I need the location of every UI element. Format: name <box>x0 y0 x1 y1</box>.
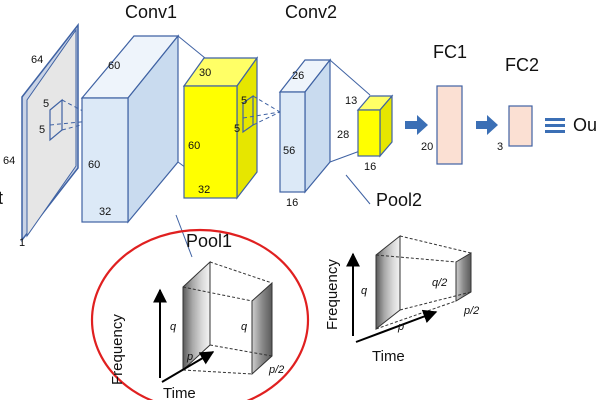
pool2-callout-line <box>345 174 371 205</box>
pool1-time-axis <box>161 351 215 383</box>
input-kernel-w-label: 5 <box>39 124 45 136</box>
pool1-q-out-label: q <box>241 321 248 333</box>
pool2-inset-spectrogram-in <box>375 234 401 331</box>
pool2-block: 13 28 16 <box>337 94 394 173</box>
conv2-title: Conv2 <box>285 2 337 22</box>
pool1-p-label: p <box>186 351 193 363</box>
conv2-height-label: 56 <box>283 145 295 157</box>
pool1-inset: Frequency Time q p q p/2 <box>109 260 284 400</box>
pool1-height-label: 30 <box>199 67 211 79</box>
pool1-front-face <box>183 85 238 199</box>
pool1-kernel-w-label: 5 <box>234 123 240 135</box>
fc1-size-label: 20 <box>421 141 433 153</box>
pool1-width-label: 60 <box>188 140 200 152</box>
pool1-q-label: q <box>170 321 177 333</box>
pool2-time-axis <box>355 309 438 343</box>
input-width-label: 64 <box>31 54 43 66</box>
pool1-p-out-label: p/2 <box>268 364 284 376</box>
conv1-front-face <box>81 97 129 223</box>
conv1-title: Conv1 <box>125 2 177 22</box>
pool2-front-face <box>357 109 381 157</box>
arrow-to-fc2 <box>476 115 498 135</box>
pool1-time-label: Time <box>163 385 196 400</box>
conv2-depth-label: 16 <box>286 197 298 209</box>
pool1-title: Pool1 <box>186 231 232 251</box>
conv1-width-label: 60 <box>88 159 100 171</box>
input-height-label: 64 <box>3 155 15 167</box>
output-label: Ou <box>573 115 597 135</box>
pool2-top-label: 13 <box>345 95 357 107</box>
fc2-size-label: 3 <box>497 141 503 153</box>
fc2-block <box>508 105 533 147</box>
pool1-depth-label: 32 <box>198 184 210 196</box>
pool2-freq-label: Frequency <box>324 259 341 330</box>
input-kernel-h-label: 5 <box>43 98 49 110</box>
output-lines-icon <box>545 118 565 133</box>
input-slab-face <box>26 28 77 238</box>
pool2-q-out-label: q/2 <box>432 277 447 289</box>
conv2-top-label: 26 <box>292 70 304 82</box>
fc1-block <box>436 85 463 165</box>
pool1-kernel-h-label: 5 <box>241 95 247 107</box>
pool1-highlight-ellipse <box>90 228 310 400</box>
fc1-title: FC1 <box>433 42 467 62</box>
pool2-title: Pool2 <box>376 190 422 210</box>
pool2-time-label: Time <box>372 348 405 365</box>
pool2-inset-spectrogram-out <box>455 252 472 302</box>
pool2-inset: Frequency Time q p q/2 p/2 <box>324 234 479 365</box>
pool1-block: 30 60 32 5 5 <box>182 56 281 200</box>
pool2-p-label: p <box>397 321 404 333</box>
conv1-depth-label: 32 <box>99 206 111 218</box>
fc2-title: FC2 <box>505 55 539 75</box>
pool2-height-label: 28 <box>337 129 349 141</box>
input-layer: 64 64 1 5 5 <box>3 22 101 249</box>
arrow-to-fc1 <box>405 115 428 135</box>
left-cut-text: t <box>0 188 3 208</box>
conv1-height-label: 60 <box>108 60 120 72</box>
pool1-inset-spectrogram-out <box>251 281 273 376</box>
conv2-front-face <box>279 91 306 193</box>
pool2-p-out-label: p/2 <box>463 305 479 317</box>
conv2-block: 26 56 16 <box>278 58 332 209</box>
pool2-q-label: q <box>361 285 368 297</box>
conv1-block: 60 60 32 <box>80 34 180 224</box>
pool1-freq-label: Frequency <box>109 314 126 385</box>
pool1-callout-line <box>175 214 193 258</box>
pool2-depth-label: 16 <box>364 161 376 173</box>
input-depth-label: 1 <box>19 237 25 249</box>
